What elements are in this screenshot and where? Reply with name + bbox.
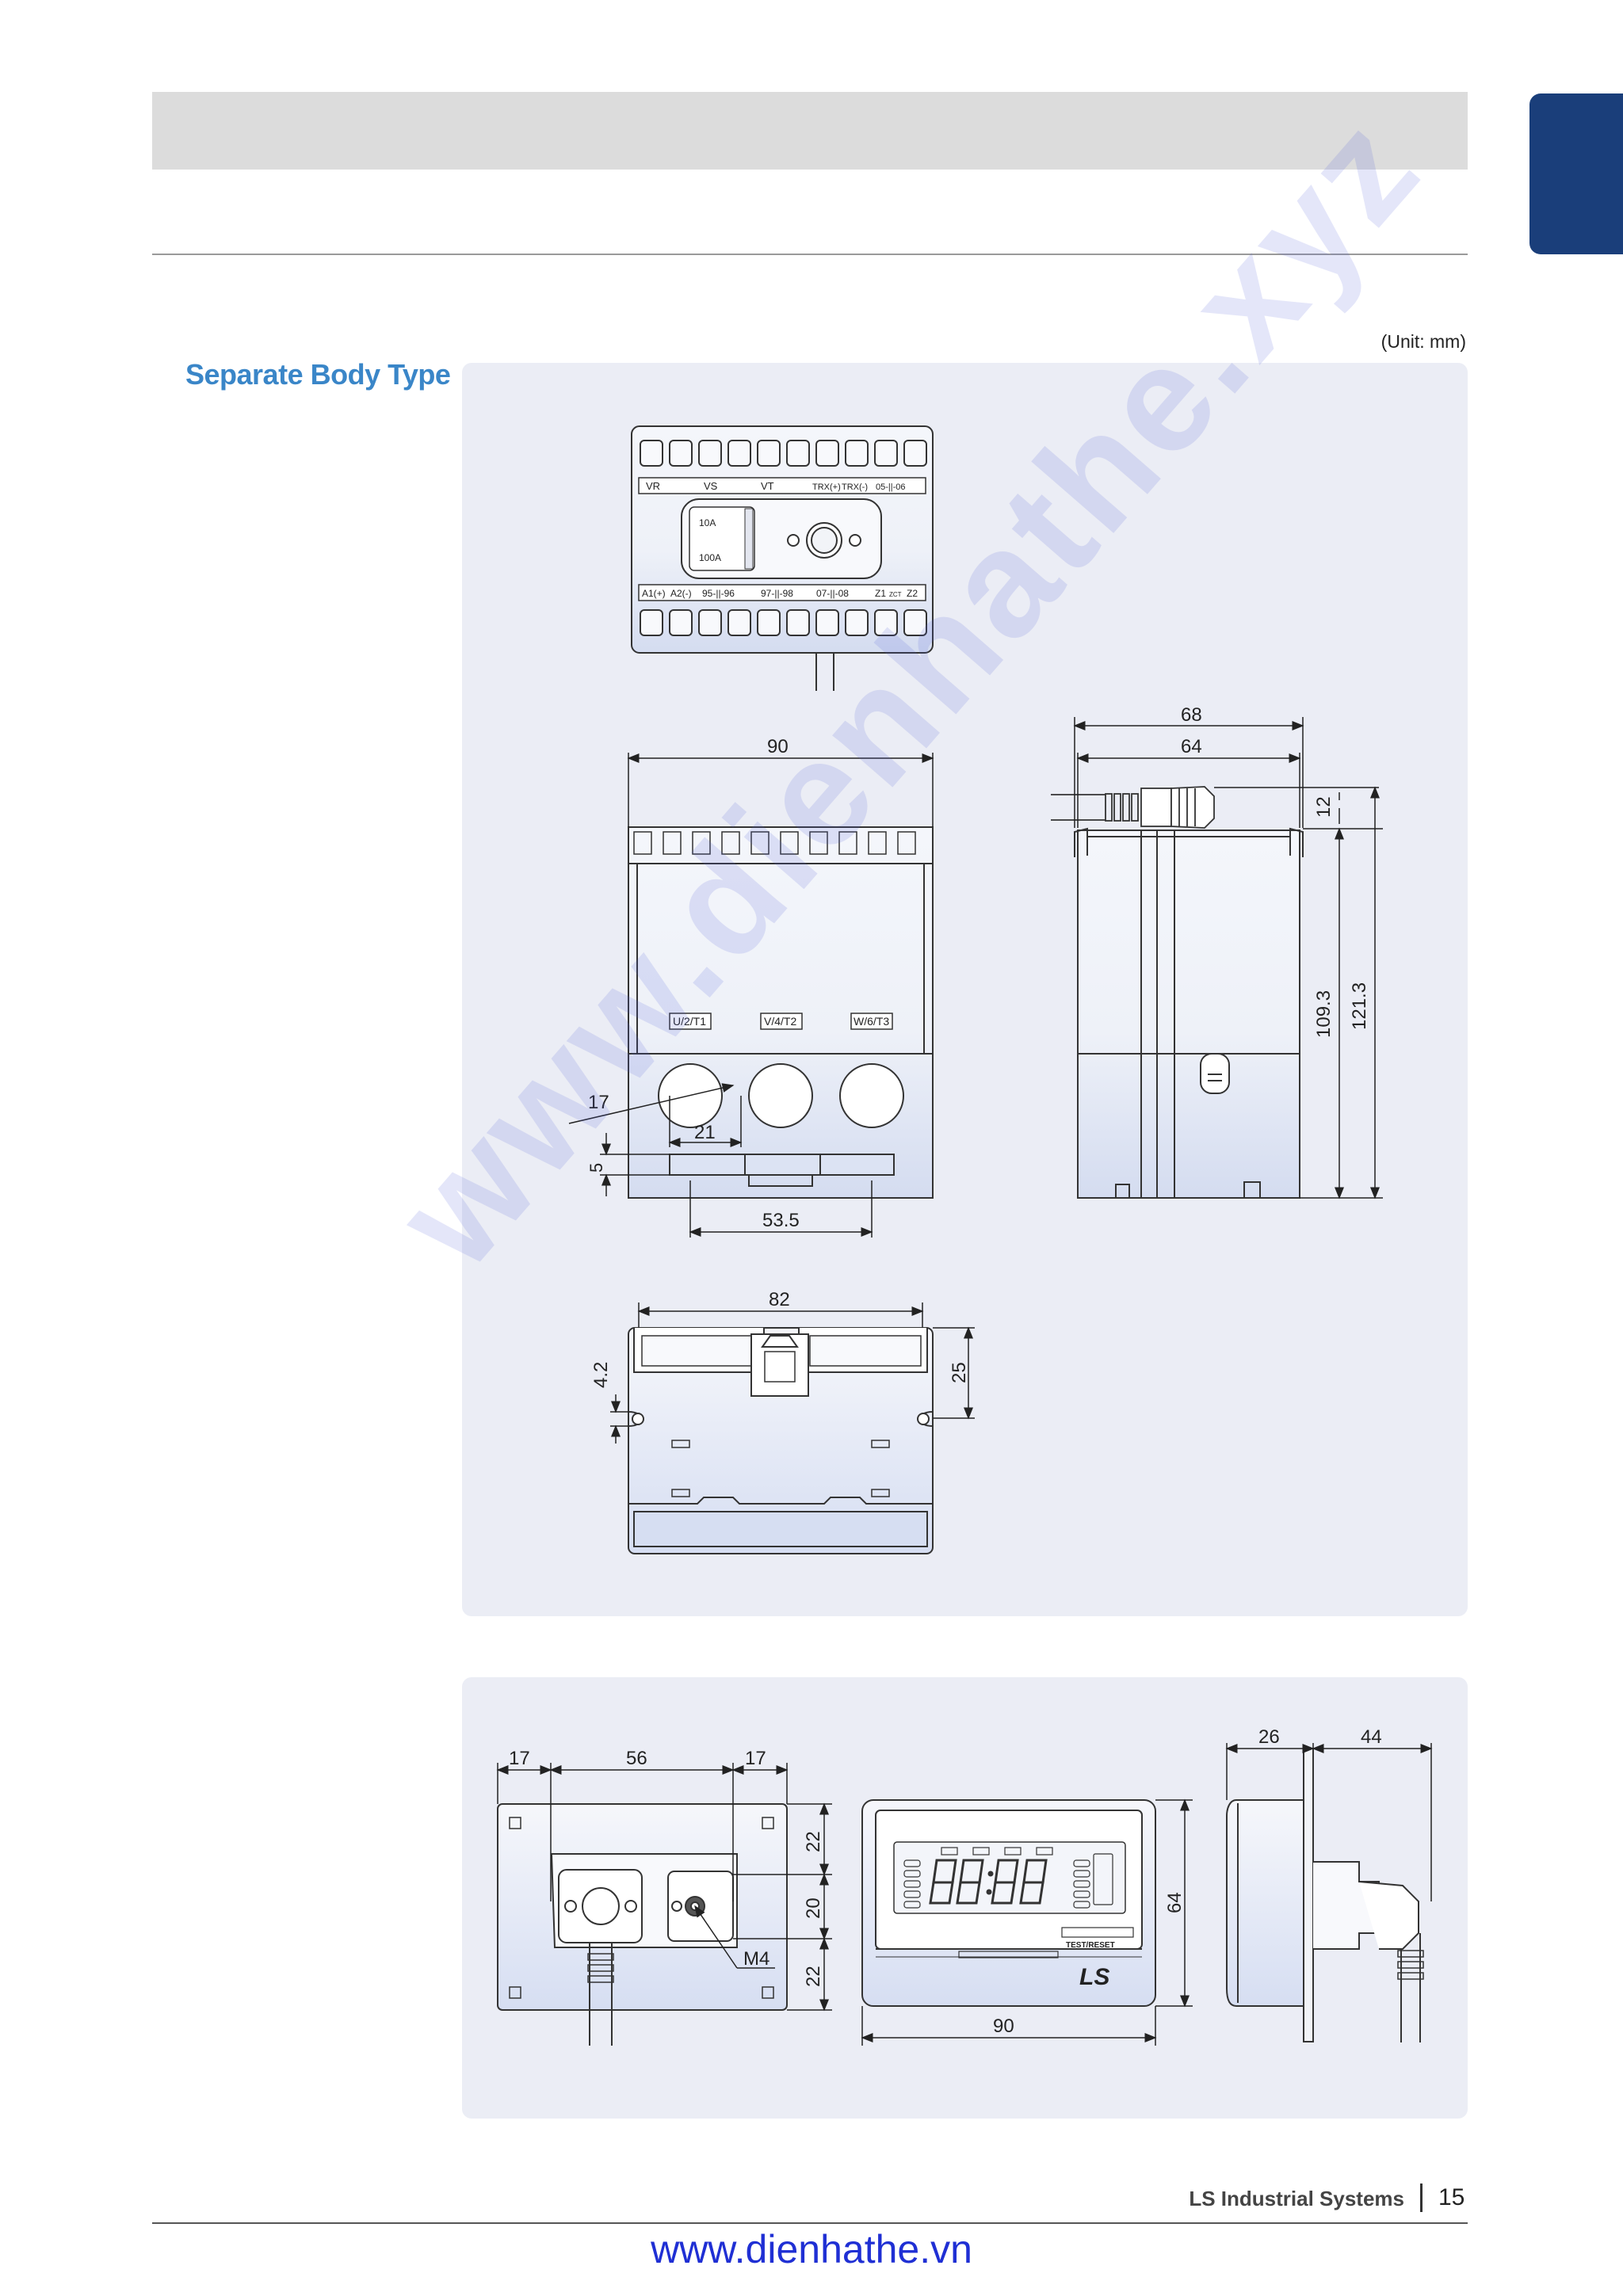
terminal-label-vs: VS (704, 480, 718, 492)
header-bar (152, 92, 1468, 170)
switch-label-100a: 100A (699, 552, 721, 563)
dim-display-height: 64 (1164, 1892, 1186, 1913)
dim-depth-inner: 64 (1181, 736, 1202, 757)
front-view-dimension-text: 90 17 21 5 53.5 (586, 736, 800, 1231)
side-view-dimensions (1073, 717, 1383, 1199)
display-front-dimension-text: 90 64 (993, 1892, 1186, 2037)
front-view-dimensions (568, 753, 934, 1238)
display-side-dimension-text: 26 44 (1258, 1726, 1382, 1748)
dim-display-width: 90 (993, 2016, 1014, 2037)
test-reset-label: TEST/RESET (1066, 1941, 1115, 1950)
relay-top-view: VR VS VT TRX(+) TRX(-) 05-||-06 10A 100A… (631, 425, 934, 691)
ct-hole-w (839, 1063, 904, 1128)
dim-bottom-width: 82 (769, 1289, 790, 1310)
dim-front-width: 90 (767, 736, 789, 757)
display-rear-dimension-text: 17 56 17 22 20 22 M4 (509, 1748, 824, 1987)
dim-pitch: 21 (694, 1122, 716, 1143)
dim-depth-outer: 68 (1181, 704, 1202, 726)
dim-side-top: 12 (1313, 796, 1335, 818)
dim-slot: 4.2 (590, 1362, 612, 1388)
footer-rule (152, 2222, 1468, 2224)
terminal-label-05-06: 05-||-06 (876, 482, 906, 492)
bottom-terminal-row (640, 609, 927, 636)
terminal-label-trx-plus: TRX(+) (812, 482, 841, 492)
dim-mount: 53.5 (762, 1210, 800, 1231)
switch-label-10a: 10A (699, 517, 716, 528)
display-side-view (1226, 1748, 1424, 2042)
terminal-label-a2: A2(-) (670, 588, 692, 599)
dim-rear-v-bottom: 22 (803, 1966, 824, 1987)
dim-rear-v-mid: 20 (803, 1897, 824, 1919)
dim-side-right: 44 (1361, 1726, 1382, 1748)
relay-front-view: U/2/T1 V/4/T2 W/6/T3 (628, 826, 934, 1199)
bottom-view-dimensions (610, 1302, 975, 1444)
indicator-leds-left (903, 1859, 921, 1909)
footer-brand: LS Industrial Systems (1189, 2187, 1404, 2210)
dim-rear-left: 17 (509, 1748, 530, 1769)
footer-url[interactable]: www.dienhathe.vn (651, 2227, 972, 2271)
dim-hole: 17 (588, 1092, 609, 1113)
display-front-view: TEST/RESET LS (861, 1799, 1156, 2007)
page-number: 15 (1438, 2184, 1465, 2210)
top-terminal-row (640, 440, 927, 467)
phase-label-u: U/2/T1 (673, 1015, 706, 1028)
footer-separator (1420, 2183, 1423, 2212)
section-title: Separate Body Type (185, 358, 451, 391)
side-connector-plug (1051, 786, 1215, 829)
unit-note: (Unit: mm) (1381, 331, 1466, 352)
display-side-dimensions (1225, 1743, 1433, 1901)
terminal-label-vr: VR (646, 480, 660, 492)
terminal-label-vt: VT (761, 480, 774, 492)
ct-hole-v (748, 1063, 813, 1128)
terminal-label-z1: Z1 (875, 588, 886, 599)
terminal-label-z2: Z2 (907, 588, 918, 599)
relay-bottom-view (628, 1327, 934, 1554)
front-terminal-row (633, 831, 916, 855)
chapter-side-tab (1529, 93, 1623, 254)
seven-segment-digits (929, 1859, 1048, 1905)
dim-height-outer: 121.3 (1349, 982, 1370, 1030)
dim-bottom: 5 (586, 1163, 606, 1173)
terminal-label-07-08: 07-||-08 (816, 588, 849, 599)
side-view-dimension-text: 68 64 12 109.3 121.3 (1181, 704, 1370, 1038)
display-rear-view (497, 1803, 788, 2046)
dim-rear-right: 17 (745, 1748, 766, 1769)
header-rule (152, 254, 1468, 255)
terminal-label-97-98: 97-||-98 (761, 588, 793, 599)
dim-rear-middle: 56 (626, 1748, 647, 1769)
terminal-label-a1: A1(+) (642, 588, 666, 599)
relay-side-view (1051, 786, 1304, 1199)
terminal-label-trx-minus: TRX(-) (842, 482, 868, 492)
top-function-keys (941, 1847, 1053, 1855)
dim-height-inner: 109.3 (1313, 990, 1335, 1038)
dim-rear-v-top: 22 (803, 1831, 824, 1852)
display-front-dimensions (861, 1798, 1193, 2046)
bottom-view-dimension-text: 82 4.2 25 (590, 1289, 970, 1388)
display-rear-dimensions (496, 1763, 832, 2012)
phase-label-w: W/6/T3 (854, 1015, 889, 1028)
ls-logo: LS (1079, 1964, 1109, 1990)
terminal-label-95-96: 95-||-96 (702, 588, 735, 599)
dim-rear-screw: M4 (743, 1948, 769, 1970)
phase-label-v: V/4/T2 (764, 1015, 796, 1028)
dim-bottom-depth: 25 (949, 1362, 970, 1383)
dim-side-left: 26 (1258, 1726, 1280, 1748)
terminal-label-zct: ZCT (889, 591, 902, 598)
indicator-leds-right (1073, 1853, 1113, 1909)
